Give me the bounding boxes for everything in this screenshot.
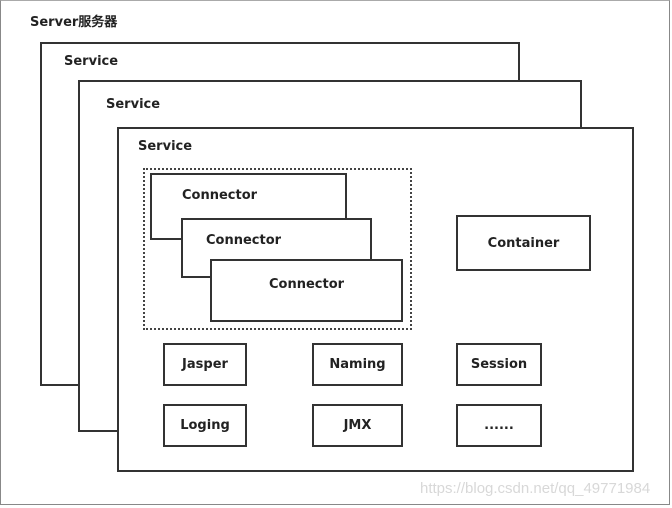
server-label: Server服务器 <box>30 15 118 30</box>
component-label: Naming <box>329 357 386 372</box>
component-label: Session <box>470 357 528 372</box>
component-label: Jasper <box>182 357 228 372</box>
jasper-box: Jasper <box>163 343 247 386</box>
naming-box: Naming <box>312 343 403 386</box>
session-box: Session <box>456 343 542 386</box>
connector-label: Connector <box>206 233 282 248</box>
service-label: Service <box>106 97 161 112</box>
connector-label: Connector <box>182 188 258 203</box>
container-box: Container <box>456 215 591 271</box>
watermark: https://blog.csdn.net/qq_49771984 <box>420 480 651 497</box>
more-box: ...... <box>456 404 542 447</box>
connector-box: Connector <box>210 259 403 322</box>
connector-label: Connector <box>268 277 345 292</box>
jmx-box: JMX <box>312 404 403 447</box>
loging-box: Loging <box>163 404 247 447</box>
container-label: Container <box>487 235 560 251</box>
connector-group <box>143 168 412 330</box>
component-label: Loging <box>180 418 230 433</box>
service-label: Service <box>64 54 119 69</box>
service-label: Service <box>138 139 193 154</box>
component-label: ...... <box>484 418 514 433</box>
component-label: JMX <box>343 418 372 433</box>
